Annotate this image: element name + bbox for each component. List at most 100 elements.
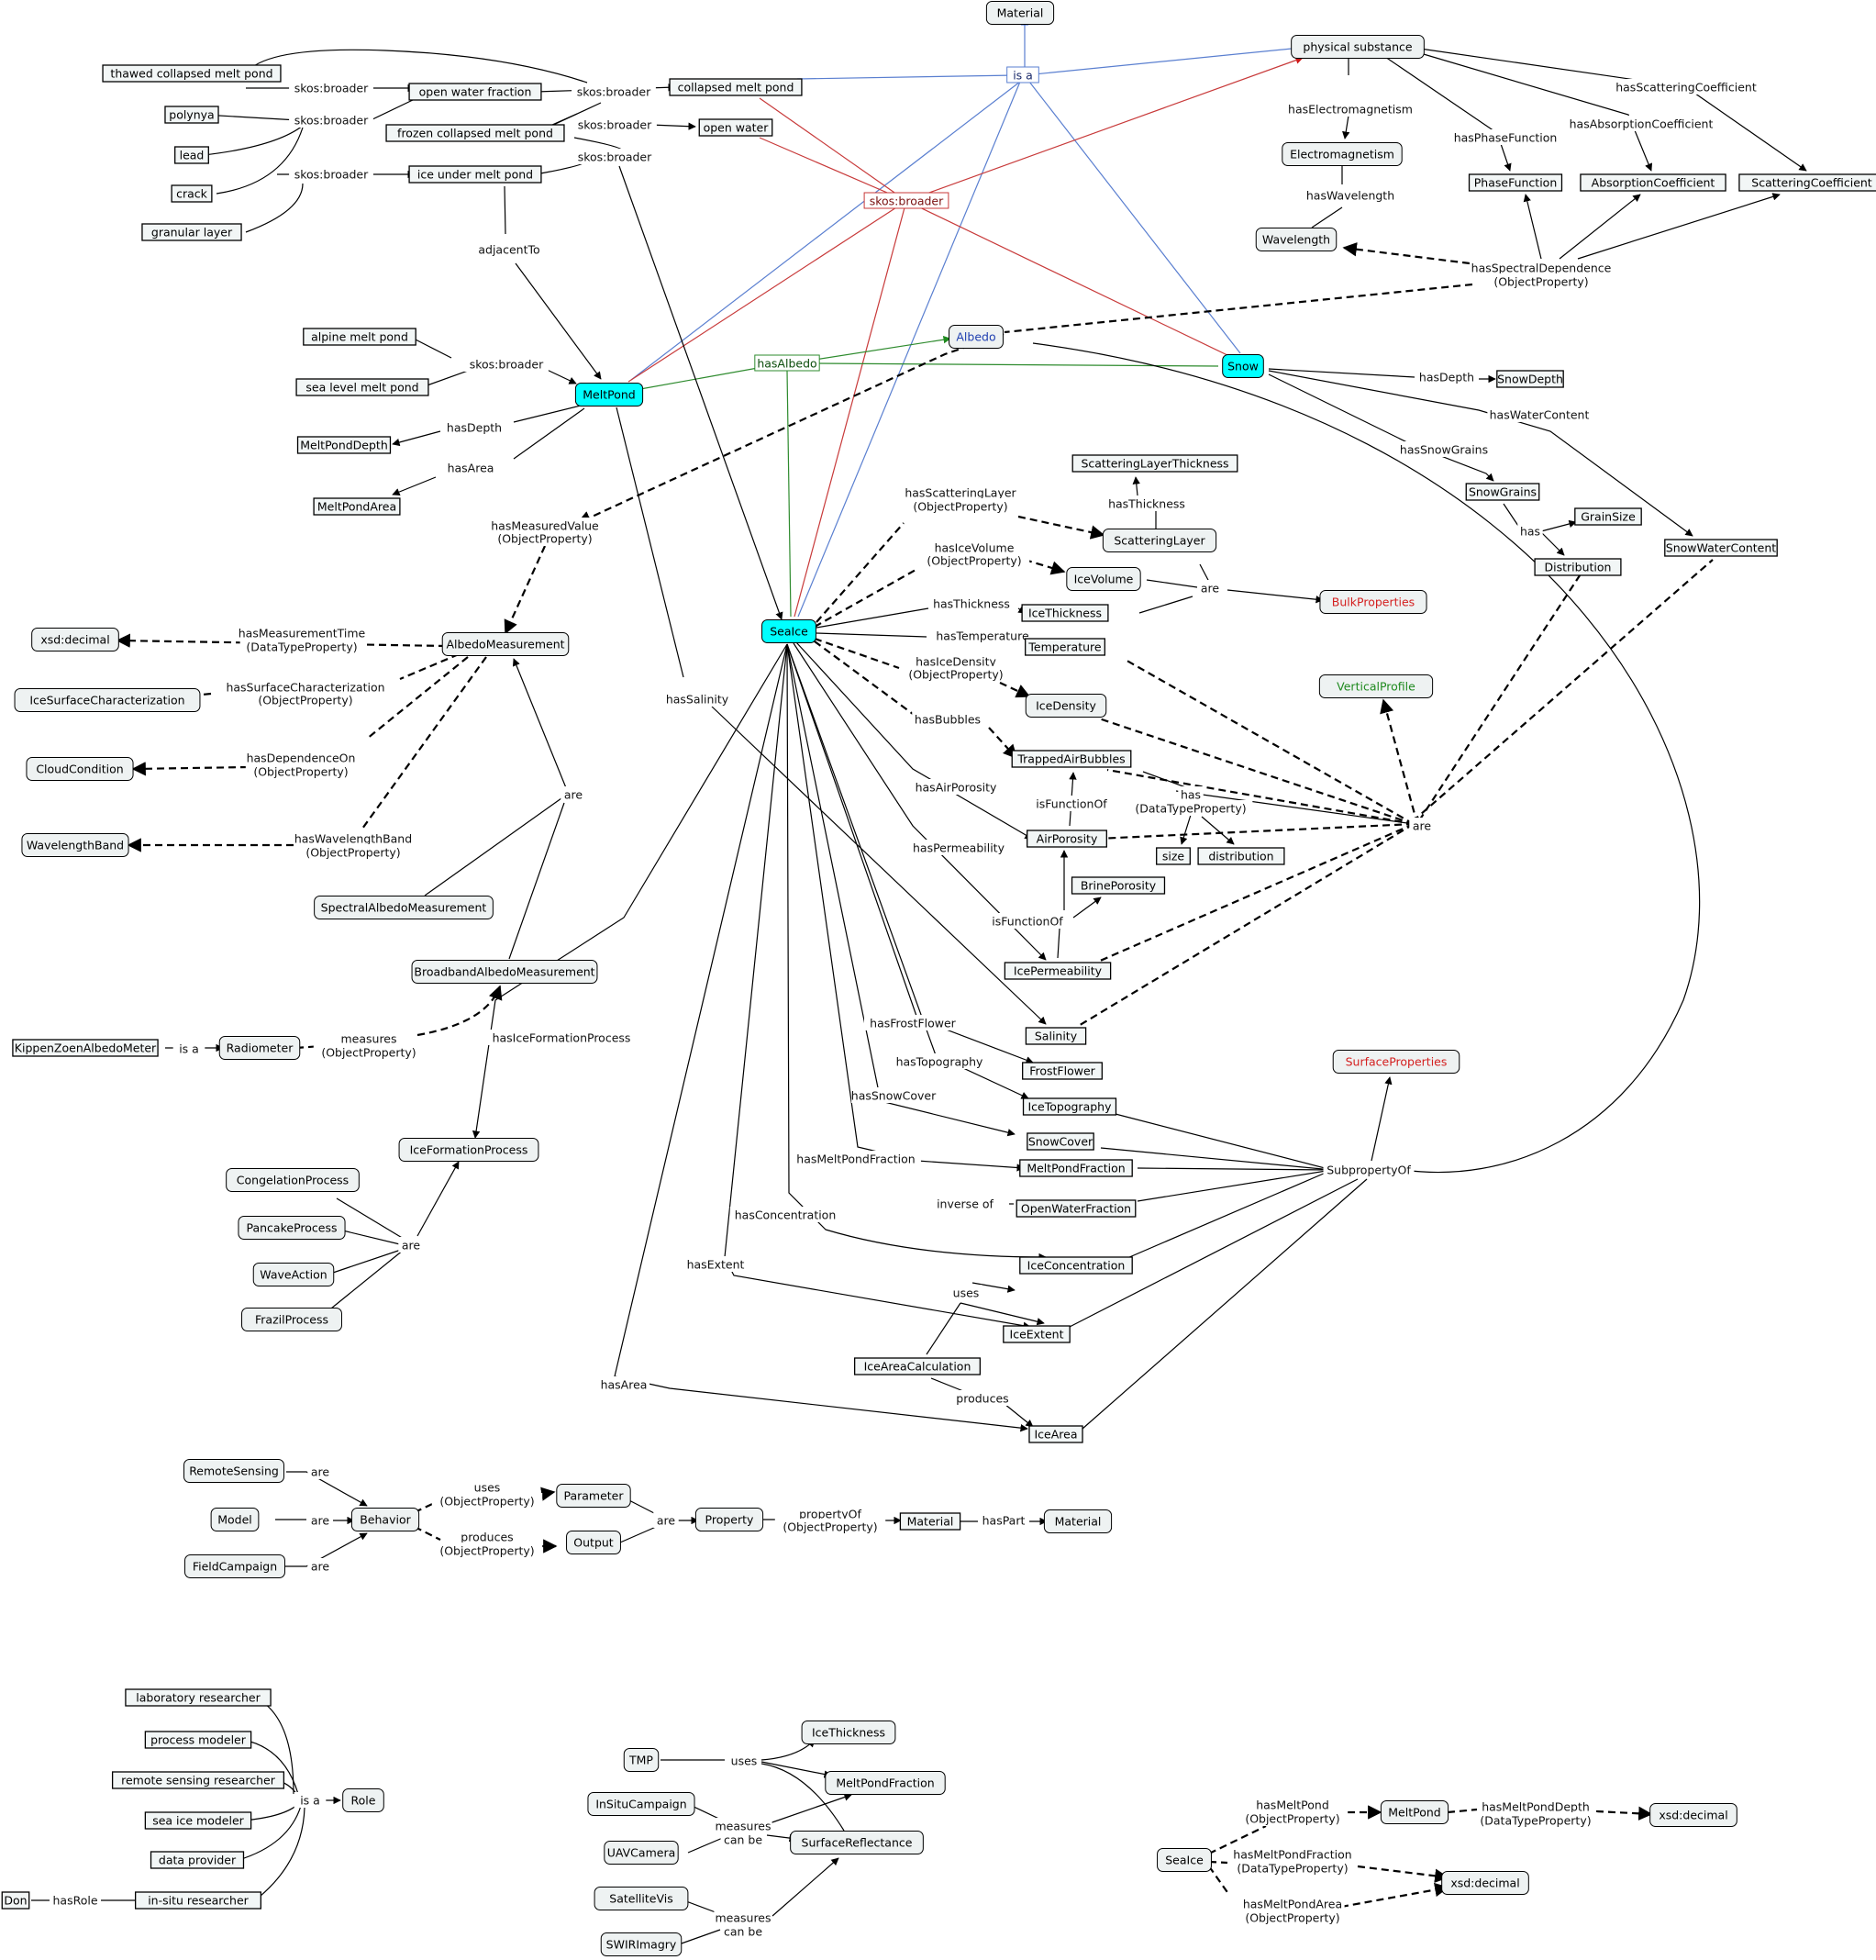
concept-physical-substance[interactable]: physical substance xyxy=(1291,35,1425,59)
concept-grainsize[interactable]: GrainSize xyxy=(1574,507,1642,526)
concept-albedo[interactable]: Albedo xyxy=(949,325,1004,349)
concept-icesurfacecharacterization[interactable]: IceSurfaceCharacterization xyxy=(14,688,201,712)
concept-sea-ice-modeler[interactable]: sea ice modeler xyxy=(144,1811,252,1830)
concept-xsd-decimal[interactable]: xsd:decimal xyxy=(1649,1803,1737,1827)
concept-broadbandalbedomeasurement[interactable]: BroadbandAlbedoMeasurement xyxy=(411,960,598,984)
concept-meltpondfraction[interactable]: MeltPondFraction xyxy=(1019,1159,1133,1177)
concept-insitucampaign[interactable]: InSituCampaign xyxy=(587,1792,695,1816)
concept-seaice[interactable]: SeaIce xyxy=(1157,1848,1212,1872)
concept-uavcamera[interactable]: UAVCamera xyxy=(604,1841,679,1865)
concept-snow[interactable]: Snow xyxy=(1222,354,1264,378)
concept-distribution[interactable]: distribution xyxy=(1197,847,1285,865)
concept-scatteringcoefficient[interactable]: ScatteringCoefficient xyxy=(1738,173,1876,192)
link-label-bg xyxy=(653,1512,679,1528)
concept-material[interactable]: Material xyxy=(1043,1509,1113,1533)
concept-laboratory-researcher[interactable]: laboratory researcher xyxy=(125,1688,272,1707)
concept-radiometer[interactable]: Radiometer xyxy=(218,1036,301,1060)
concept-snowdepth[interactable]: SnowDepth xyxy=(1496,370,1564,388)
concept-material[interactable]: Material xyxy=(985,1,1055,25)
concept-surfaceproperties[interactable]: SurfaceProperties xyxy=(1332,1050,1460,1074)
concept-surfacereflectance[interactable]: SurfaceReflectance xyxy=(790,1831,924,1854)
concept-xsd-decimal[interactable]: xsd:decimal xyxy=(31,628,119,651)
concept-icearea[interactable]: IceArea xyxy=(1028,1425,1083,1443)
concept-pancakeprocess[interactable]: PancakeProcess xyxy=(238,1216,346,1240)
concept-bulkproperties[interactable]: BulkProperties xyxy=(1319,590,1427,614)
concept-model[interactable]: Model xyxy=(210,1508,260,1531)
concept-icedensity[interactable]: IceDensity xyxy=(1025,694,1107,718)
concept-icepermeability[interactable]: IcePermeability xyxy=(1004,962,1112,980)
concept-verticalprofile[interactable]: VerticalProfile xyxy=(1318,674,1434,698)
concept-frozen-collapsed-melt-pond[interactable]: frozen collapsed melt pond xyxy=(385,124,565,142)
concept-salinity[interactable]: Salinity xyxy=(1025,1027,1087,1045)
concept-process-modeler[interactable]: process modeler xyxy=(144,1731,252,1749)
concept-scatteringlayer[interactable]: ScatteringLayer xyxy=(1102,529,1217,552)
concept-electromagnetism[interactable]: Electromagnetism xyxy=(1282,142,1403,166)
concept-parameter[interactable]: Parameter xyxy=(556,1484,631,1508)
concept-open-water-fraction[interactable]: open water fraction xyxy=(408,83,542,101)
concept-xsd-decimal[interactable]: xsd:decimal xyxy=(1441,1871,1529,1895)
concept-swirimagry[interactable]: SWIRImagry xyxy=(600,1932,683,1956)
concept-temperature[interactable]: Temperature xyxy=(1025,638,1105,656)
concept-sea-level-melt-pond[interactable]: sea level melt pond xyxy=(295,378,429,396)
concept-kippenzoenalbedometer[interactable]: KippenZoenAlbedoMeter xyxy=(12,1039,159,1057)
concept-remotesensing[interactable]: RemoteSensing xyxy=(183,1459,284,1483)
concept-iceextent[interactable]: IceExtent xyxy=(1003,1325,1071,1343)
concept-albedomeasurement[interactable]: AlbedoMeasurement xyxy=(441,632,570,656)
concept-remote-sensing-researcher[interactable]: remote sensing researcher xyxy=(111,1771,285,1789)
concept-waveaction[interactable]: WaveAction xyxy=(252,1263,335,1286)
concept-lead[interactable]: lead xyxy=(174,146,209,164)
concept-cloudcondition[interactable]: CloudCondition xyxy=(26,757,134,781)
concept-snowgrains[interactable]: SnowGrains xyxy=(1465,483,1540,501)
concept-alpine-melt-pond[interactable]: alpine melt pond xyxy=(303,328,416,346)
concept-collapsed-melt-pond[interactable]: collapsed melt pond xyxy=(669,78,803,96)
concept-label: Material xyxy=(907,1515,954,1529)
concept-frostflower[interactable]: FrostFlower xyxy=(1022,1062,1103,1080)
concept-property[interactable]: Property xyxy=(694,1508,764,1531)
concept-distribution[interactable]: Distribution xyxy=(1534,558,1622,576)
concept-granular-layer[interactable]: granular layer xyxy=(141,223,242,241)
concept-satellitevis[interactable]: SatelliteVis xyxy=(594,1887,689,1910)
concept-size[interactable]: size xyxy=(1156,847,1191,865)
concept-brineporosity[interactable]: BrinePorosity xyxy=(1071,876,1166,895)
concept-scatteringlayerthickness[interactable]: ScatteringLayerThickness xyxy=(1071,454,1238,473)
concept-openwaterfraction[interactable]: OpenWaterFraction xyxy=(1016,1199,1137,1218)
concept-tmp[interactable]: TMP xyxy=(623,1748,660,1772)
concept-meltponddepth[interactable]: MeltPondDepth xyxy=(296,436,392,454)
concept-fieldcampaign[interactable]: FieldCampaign xyxy=(184,1554,285,1578)
concept-phasefunction[interactable]: PhaseFunction xyxy=(1468,173,1563,192)
concept-wavelengthband[interactable]: WavelengthBand xyxy=(21,833,129,857)
concept-snowwatercontent[interactable]: SnowWaterContent xyxy=(1664,539,1778,557)
concept-icethickness[interactable]: IceThickness xyxy=(1021,604,1109,622)
concept-airporosity[interactable]: AirPorosity xyxy=(1027,830,1107,848)
concept-icevolume[interactable]: IceVolume xyxy=(1066,567,1141,591)
concept-material[interactable]: Material xyxy=(899,1512,961,1531)
concept-iceconcentration[interactable]: IceConcentration xyxy=(1019,1256,1133,1275)
concept-meltpond[interactable]: MeltPond xyxy=(574,383,644,406)
concept-don[interactable]: Don xyxy=(1,1891,30,1910)
concept-trappedairbubbles[interactable]: TrappedAirBubbles xyxy=(1011,750,1132,768)
concept-output[interactable]: Output xyxy=(566,1531,621,1554)
concept-spectralalbedomeasurement[interactable]: SpectralAlbedoMeasurement xyxy=(314,896,494,919)
concept-role[interactable]: Role xyxy=(342,1788,384,1812)
concept-wavelength[interactable]: Wavelength xyxy=(1255,228,1338,251)
concept-ice-under-melt-pond[interactable]: ice under melt pond xyxy=(408,165,542,184)
concept-icethickness[interactable]: IceThickness xyxy=(801,1721,896,1744)
concept-frazilprocess[interactable]: FrazilProcess xyxy=(241,1308,342,1331)
concept-meltpondarea[interactable]: MeltPondArea xyxy=(313,497,401,516)
concept-meltpond[interactable]: MeltPond xyxy=(1380,1800,1449,1824)
concept-in-situ-researcher[interactable]: in-situ researcher xyxy=(134,1891,261,1910)
concept-absorptioncoefficient[interactable]: AbsorptionCoefficient xyxy=(1580,173,1726,192)
concept-data-provider[interactable]: data provider xyxy=(150,1851,245,1869)
concept-thawed-collapsed-melt-pond[interactable]: thawed collapsed melt pond xyxy=(102,64,282,83)
concept-iceformationprocess[interactable]: IceFormationProcess xyxy=(398,1138,539,1162)
concept-icetopography[interactable]: IceTopography xyxy=(1022,1097,1117,1116)
concept-meltpondfraction[interactable]: MeltPondFraction xyxy=(825,1771,946,1795)
concept-open-water[interactable]: open water xyxy=(698,118,773,137)
concept-congelationprocess[interactable]: CongelationProcess xyxy=(226,1168,360,1192)
concept-polynya[interactable]: polynya xyxy=(164,106,219,124)
concept-seaice[interactable]: SeaIce xyxy=(761,619,816,643)
concept-crack[interactable]: crack xyxy=(171,184,213,203)
concept-iceareacalculation[interactable]: IceAreaCalculation xyxy=(854,1357,982,1375)
concept-snowcover[interactable]: SnowCover xyxy=(1027,1132,1094,1151)
concept-behavior[interactable]: Behavior xyxy=(350,1508,420,1531)
